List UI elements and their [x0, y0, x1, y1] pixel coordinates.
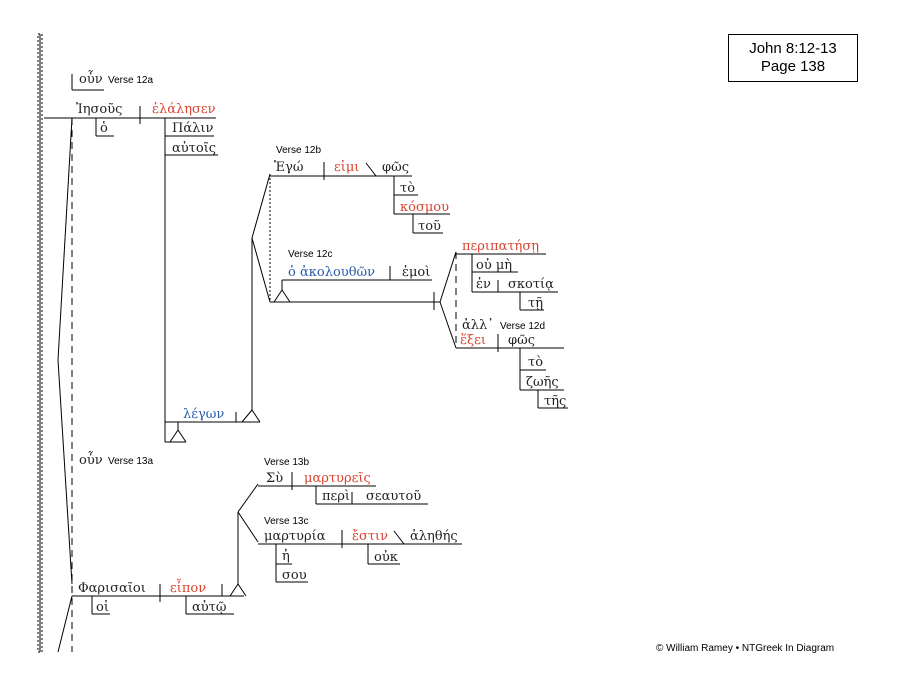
- word-sou: σου: [282, 568, 307, 583]
- word-phos-1: φῶς: [382, 160, 409, 175]
- word-pharisaioi: Φαρισαῖοι: [78, 581, 146, 596]
- word-autois: αὐτοῖς: [172, 141, 216, 156]
- pedestal-13a: [229, 583, 247, 597]
- fork-13b: [237, 483, 259, 513]
- word-ouk: οὐκ: [374, 550, 398, 565]
- word-martyria: μαρτυρία: [264, 529, 326, 544]
- verse-label-13a: Verse 13a: [108, 456, 153, 467]
- fork-12c: [251, 237, 271, 303]
- word-peri: περὶ: [322, 489, 350, 504]
- pedestal-legon: [169, 429, 187, 443]
- verse-label-12c: Verse 12c: [288, 249, 332, 260]
- main-diagonal-2: [57, 359, 73, 585]
- word-te-1: τῇ: [528, 296, 543, 311]
- word-legon: λέγων: [183, 407, 224, 422]
- word-seautou: σεαυτοῦ: [366, 489, 421, 504]
- word-hexei: ἕξει: [460, 333, 486, 348]
- fork-13c: [237, 511, 259, 543]
- verse-label-12d: Verse 12d: [500, 321, 545, 332]
- word-eipon: εἶπον: [170, 579, 206, 596]
- word-en: ἐν: [476, 277, 491, 292]
- word-to-1: τὸ: [400, 181, 415, 196]
- word-ego: Ἐγώ: [274, 160, 303, 175]
- word-alethes: ἀληθής: [410, 529, 458, 544]
- word-akolouthon: ἀκολουθῶν: [300, 265, 375, 280]
- word-he: ἡ: [282, 549, 290, 564]
- word-auto: αὐτῷ: [192, 600, 226, 615]
- word-kosmou: κόσμου: [400, 200, 449, 215]
- word-emoi: ἐμοὶ: [402, 265, 430, 280]
- pedestal-12c: [273, 289, 291, 303]
- word-phos-2: φῶς: [508, 333, 535, 348]
- word-sy: Σὺ: [266, 471, 283, 486]
- reference-line-2: Page 138: [760, 58, 826, 75]
- verse-label-13b: Verse 13b: [264, 457, 309, 468]
- verse-label-13c: Verse 13c: [264, 516, 308, 527]
- word-to-2: τὸ: [528, 355, 543, 370]
- word-eimi: εἰμι: [334, 159, 359, 175]
- main-diagonal: [57, 117, 73, 361]
- fork-verb-2: [439, 301, 457, 349]
- word-oun-13a: οὖν: [79, 451, 103, 468]
- verse-label-12b: Verse 12b: [276, 145, 321, 156]
- word-ou-me: οὐ μὴ: [476, 258, 512, 273]
- word-palin: Πάλιν: [172, 121, 213, 136]
- main-diagonal-3: [57, 595, 73, 653]
- fork-verb-1: [439, 251, 457, 303]
- pedestal-legon-object: [241, 409, 261, 423]
- word-skotia: σκοτίᾳ: [508, 277, 554, 292]
- word-zoes: ζωῆς: [526, 375, 559, 390]
- word-ho-1: ὁ: [100, 121, 108, 136]
- reference-box: John 8:12-13 Page 138: [728, 34, 858, 82]
- word-oun-12a: οὖν: [79, 70, 103, 87]
- word-elalesen: ἐλάλησεν: [152, 102, 216, 117]
- word-martyreis: μαρτυρεῖς: [304, 471, 371, 486]
- fork-12b: [251, 173, 271, 239]
- predicate-divider-13c: [393, 530, 405, 545]
- word-estin: ἔστιν: [352, 529, 388, 544]
- word-tou: τοῦ: [418, 219, 441, 234]
- reference-line-1: John 8:12-13: [749, 40, 837, 57]
- word-peripatese: περιπατήσῃ: [462, 239, 539, 254]
- word-tes: τῆς: [544, 394, 566, 409]
- verse-label-12a: Verse 12a: [108, 75, 153, 86]
- word-all: ἀλλ᾽: [462, 318, 494, 333]
- word-ho-2: ὁ: [288, 265, 296, 280]
- copyright-credit: © William Ramey • NTGreek In Diagram: [656, 643, 835, 654]
- predicate-divider-12b: [365, 162, 377, 177]
- word-hoi: οἱ: [96, 599, 109, 615]
- word-iesous: Ἰησοῦς: [76, 102, 122, 117]
